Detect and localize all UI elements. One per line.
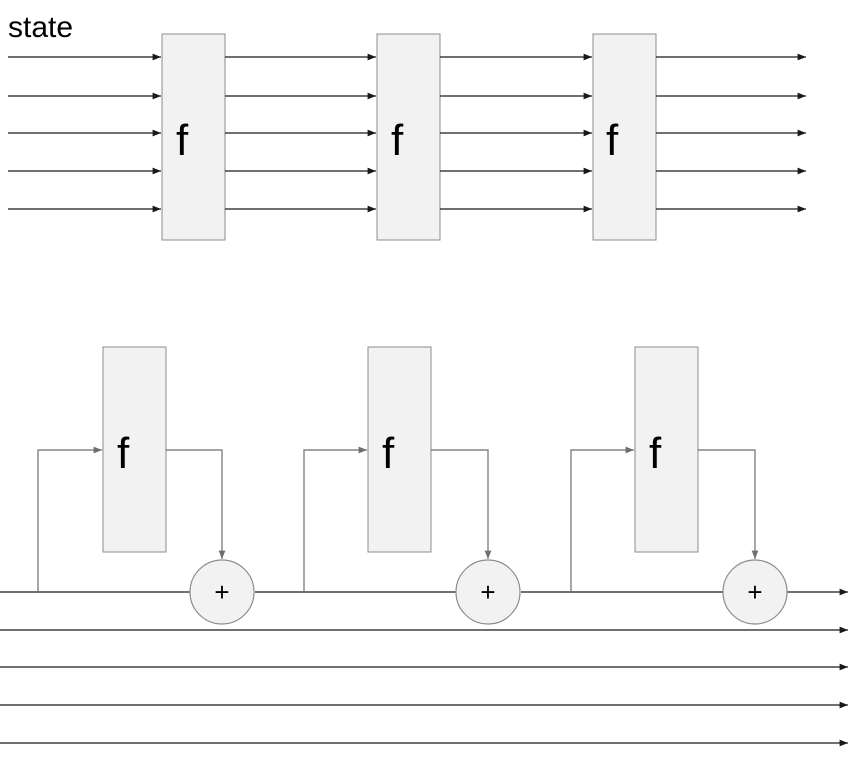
top-wires-2-3 (440, 53, 592, 213)
top-function-block-1: f (161, 33, 226, 241)
top-function-block-2: f (376, 33, 441, 241)
add-operator-1: + (214, 577, 229, 607)
top-function-label-3: f (606, 116, 619, 165)
add-node-2 (455, 559, 521, 625)
bottom-function-block-2 (367, 346, 432, 553)
top-output-wires (656, 53, 806, 213)
top-wires-1-2 (225, 53, 376, 213)
top-input-wires (8, 53, 161, 213)
top-function-block-3: f (592, 33, 657, 241)
residual-unit-2: f + (303, 346, 521, 625)
residual-unit-3: f + (570, 346, 788, 625)
bottom-function-label-3: f (649, 429, 662, 478)
top-function-label-1: f (176, 116, 189, 165)
residual-unit-1: f + (37, 346, 255, 625)
bottom-function-block-1 (102, 346, 167, 553)
top-pipeline: f f f (8, 33, 806, 241)
state-label: state (8, 11, 73, 44)
bottom-function-label-2: f (382, 429, 395, 478)
add-node-3 (722, 559, 788, 625)
add-operator-2: + (480, 577, 495, 607)
bottom-function-label-1: f (117, 429, 130, 478)
add-node-1 (189, 559, 255, 625)
add-operator-3: + (747, 577, 762, 607)
top-function-label-2: f (391, 116, 404, 165)
bottom-pipeline: f + f + f + (0, 346, 848, 747)
bottom-function-block-3 (634, 346, 699, 553)
bottom-passthrough-wires (0, 626, 848, 747)
